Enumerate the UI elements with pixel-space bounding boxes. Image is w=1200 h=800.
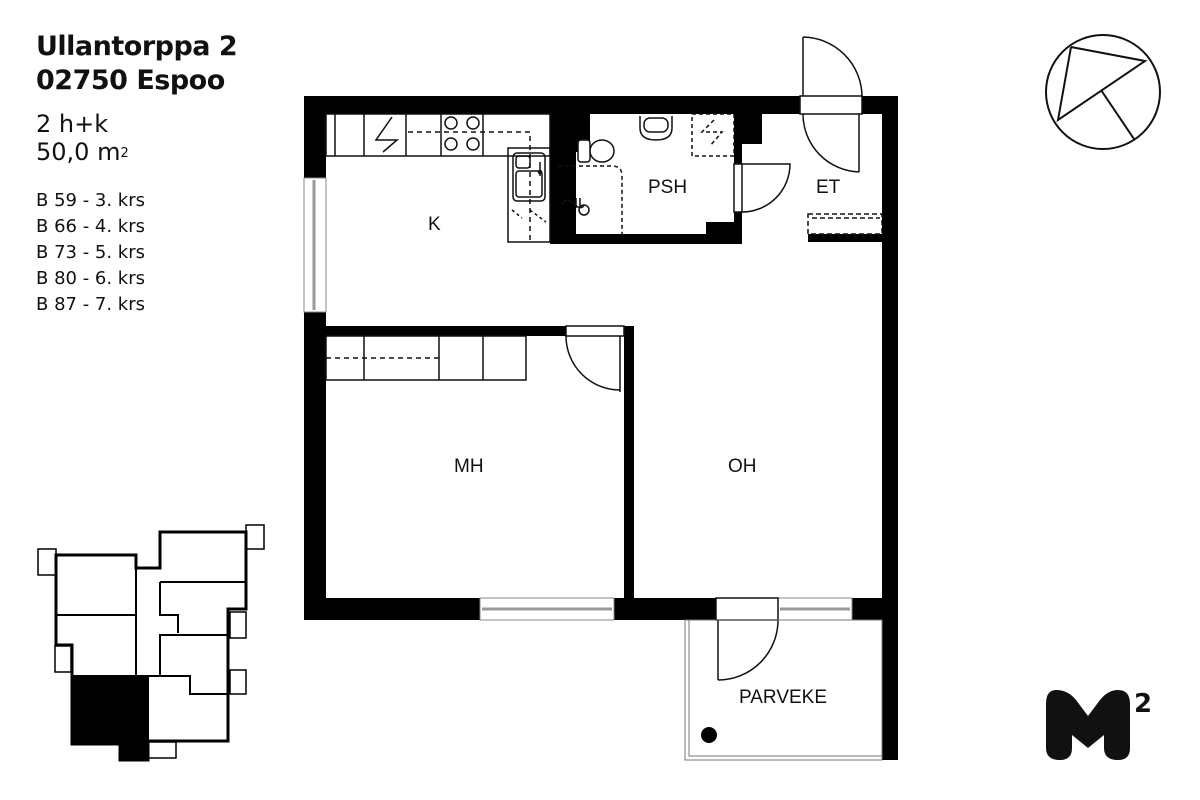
logo-superscript: 2: [1134, 689, 1152, 719]
floor-item: B 80 - 6. krs: [36, 268, 146, 289]
compass-icon: [1045, 34, 1161, 150]
bedroom-window: [479, 597, 615, 621]
floor-item: B 59 - 3. krs: [36, 190, 146, 211]
doors: [565, 36, 883, 681]
outer-walls: [304, 96, 898, 760]
bathroom-fixtures: [558, 113, 735, 236]
kitchen-counter: [325, 113, 551, 243]
bedroom-wardrobe: [325, 335, 527, 381]
apartment-type: 2 h+k: [36, 110, 109, 138]
floor-item: B 73 - 5. krs: [36, 242, 146, 263]
floor-list: B 59 - 3. krs B 66 - 4. krs B 73 - 5. kr…: [36, 188, 237, 318]
apartment-area: 50,0 m2: [36, 138, 129, 166]
balcony: [684, 619, 883, 761]
m2-logo: 2: [1046, 689, 1152, 760]
room-label-bathroom: PSH: [648, 177, 687, 198]
address-line-2: 02750 Espoo: [36, 65, 225, 96]
floor-item: B 87 - 7. krs: [36, 294, 146, 315]
room-label-bedroom: MH: [454, 456, 484, 477]
floor-item: B 66 - 4. krs: [36, 216, 146, 237]
building-keymap: [37, 524, 265, 762]
kitchen-window: [303, 177, 327, 313]
apartment-info: Ullantorppa 2 02750 Espoo 2 h+k 50,0 m2 …: [36, 30, 238, 318]
room-label-living-room: OH: [728, 456, 757, 477]
living-room-window: [777, 597, 853, 621]
room-label-kitchen: K: [428, 214, 441, 235]
room-label-balcony: PARVEKE: [739, 687, 827, 708]
address-line-1: Ullantorppa 2: [36, 31, 238, 62]
interior-walls: [326, 96, 884, 612]
room-label-entrance: ET: [816, 177, 841, 198]
